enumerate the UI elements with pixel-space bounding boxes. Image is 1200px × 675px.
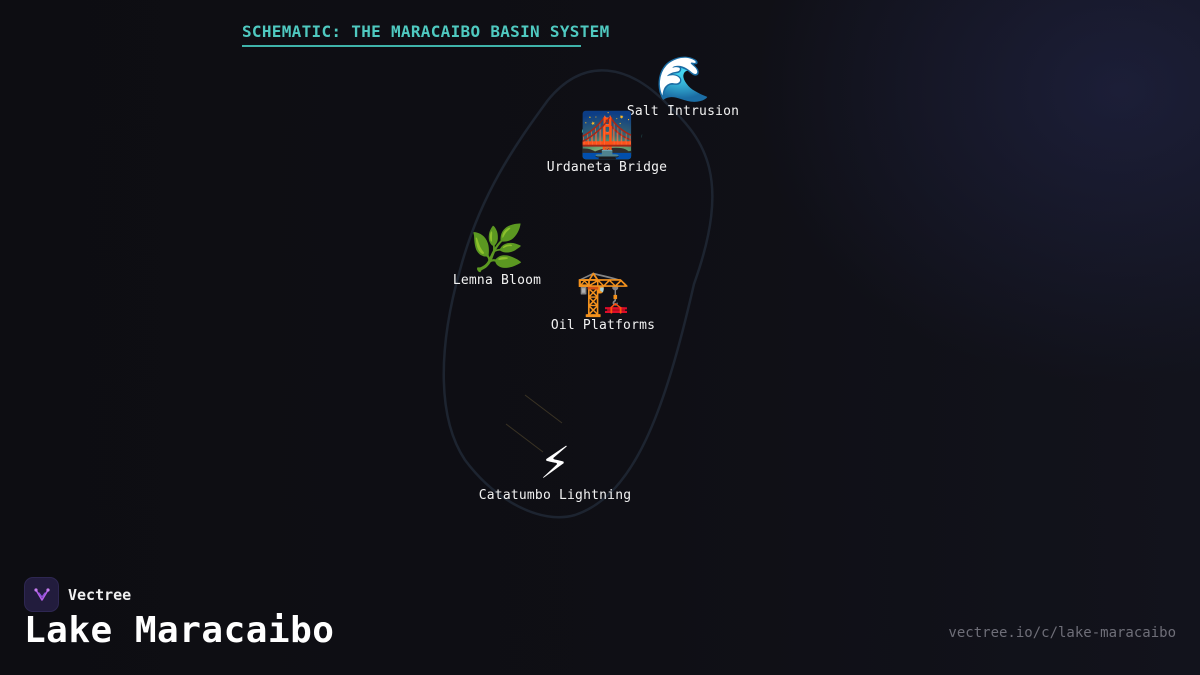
node-salt-intrusion[interactable]: 🌊 Salt Intrusion (626, 54, 740, 120)
node-catatumbo-lightning[interactable]: ⚡ Catatumbo Lightning (478, 438, 632, 504)
node-label: Lemna Bloom (452, 273, 542, 288)
lightning-icon: ⚡ (539, 438, 571, 489)
brand[interactable]: Vectree (24, 577, 131, 612)
lake-outline (442, 69, 714, 519)
salt-flow-line (581, 129, 643, 138)
node-urdaneta-bridge[interactable]: 🌉 Urdaneta Bridge (546, 110, 668, 176)
wave-icon: 🌊 (655, 54, 711, 105)
node-label: Oil Platforms (550, 318, 656, 333)
crane-icon: 🏗️ (575, 268, 631, 319)
brand-name: Vectree (68, 585, 132, 604)
diagram-title: SCHEMATIC: THE MARACAIBO BASIN SYSTEM (242, 22, 610, 41)
herb-icon: 🌿 (469, 223, 525, 274)
node-label: Salt Intrusion (626, 104, 740, 119)
vectree-logo-icon (24, 577, 59, 612)
node-label: Catatumbo Lightning (478, 488, 632, 503)
lightning-connector-lower (505, 423, 544, 453)
source-url[interactable]: vectree.io/c/lake-maracaibo (948, 625, 1176, 641)
page-title: Lake Maracaibo (24, 610, 335, 651)
title-underline (242, 45, 581, 47)
bridge-icon: 🌉 (579, 110, 635, 161)
node-oil-platforms[interactable]: 🏗️ Oil Platforms (550, 268, 656, 334)
node-label: Urdaneta Bridge (546, 160, 668, 175)
node-lemna-bloom[interactable]: 🌿 Lemna Bloom (452, 223, 542, 289)
lightning-connector-upper (524, 394, 563, 424)
